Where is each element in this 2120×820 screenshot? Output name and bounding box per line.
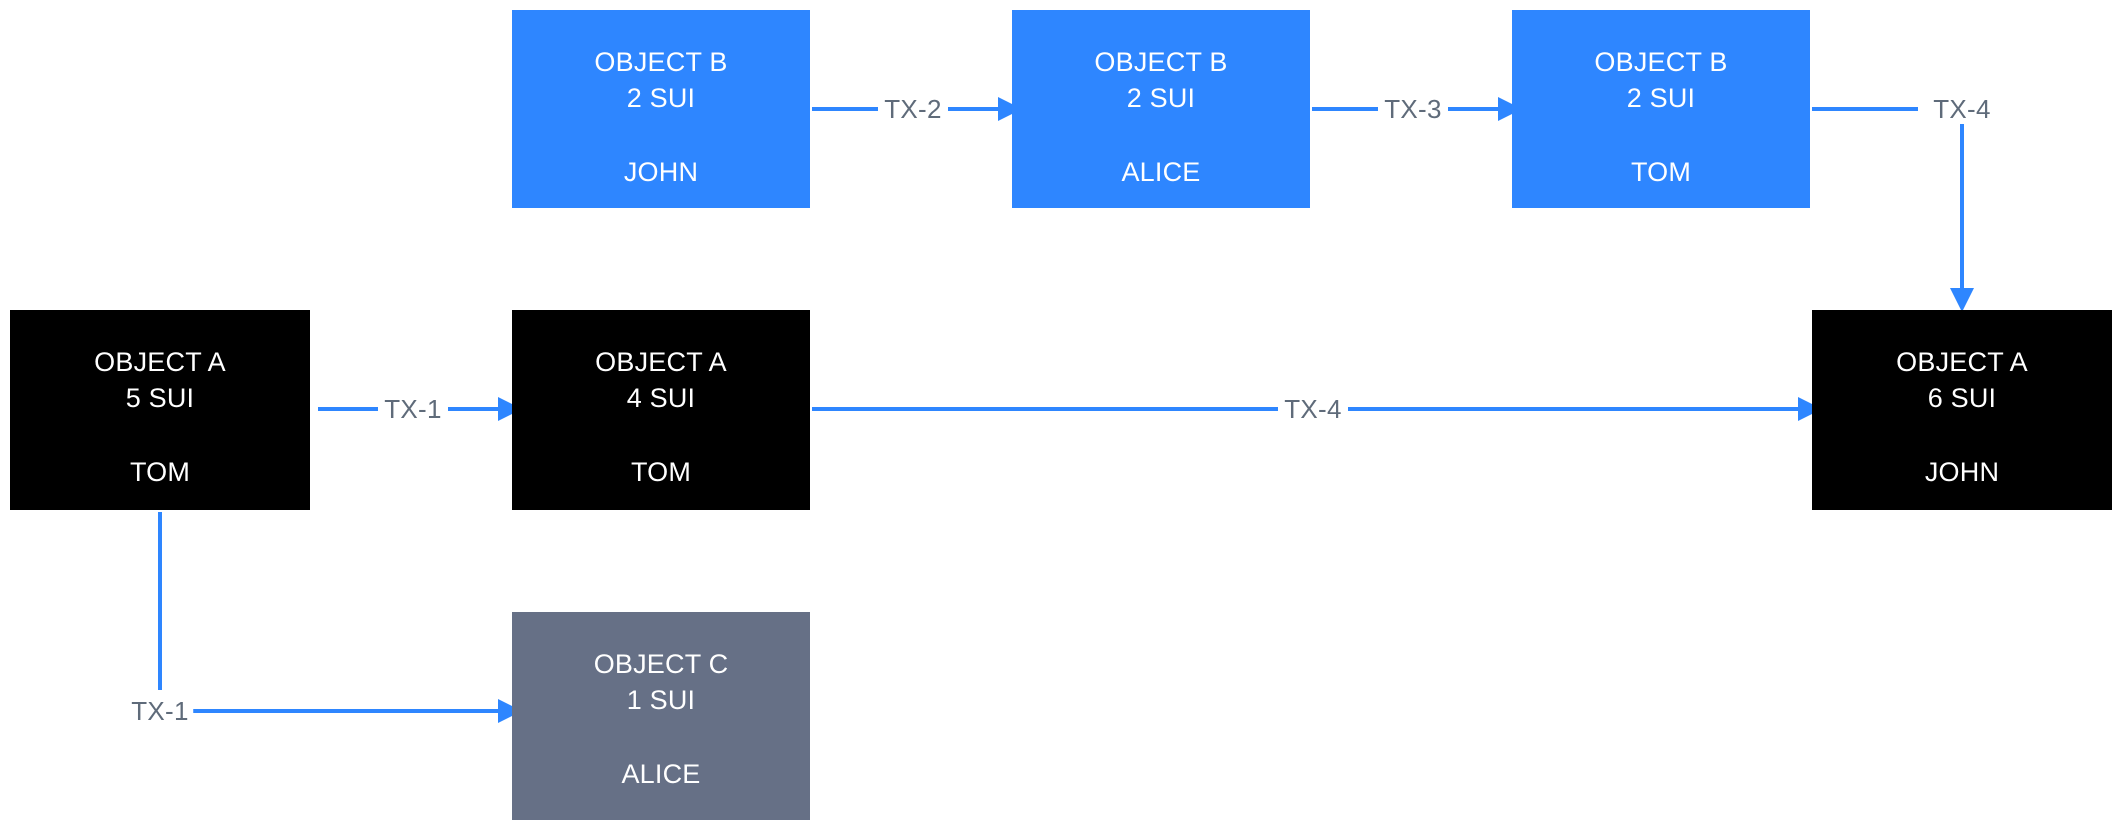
node-title: OBJECT C	[593, 649, 729, 679]
node-amount: 2 SUI	[1126, 83, 1196, 113]
node-amount: 1 SUI	[626, 685, 696, 715]
node-amount: 2 SUI	[1626, 83, 1696, 113]
node-amount: 6 SUI	[1927, 383, 1997, 413]
edge-label-tx4: TX-4	[1280, 394, 1346, 424]
edge-tx1-elbow	[158, 512, 522, 723]
node-owner: ALICE	[1121, 157, 1201, 187]
node-owner: TOM	[630, 457, 692, 487]
node-owner: JOHN	[1924, 457, 2000, 487]
node-owner: TOM	[1630, 157, 1692, 187]
edge-label-tx4-elbow: TX-4	[1929, 94, 1995, 124]
node-object-a-tom-5[interactable]: OBJECT A 5 SUI TOM	[10, 310, 310, 510]
node-object-b-tom[interactable]: OBJECT B 2 SUI TOM	[1512, 10, 1810, 208]
node-object-a-john-6[interactable]: OBJECT A 6 SUI JOHN	[1812, 310, 2112, 510]
node-object-b-john[interactable]: OBJECT B 2 SUI JOHN	[512, 10, 810, 208]
edge-label-tx2: TX-2	[880, 94, 946, 124]
node-title: OBJECT A	[1896, 347, 2028, 377]
node-title: OBJECT B	[594, 47, 728, 77]
edge-label-tx3: TX-3	[1380, 94, 1446, 124]
node-owner: TOM	[129, 457, 191, 487]
edge-label-tx1: TX-1	[380, 394, 446, 424]
node-title: OBJECT A	[94, 347, 226, 377]
node-object-c-alice[interactable]: OBJECT C 1 SUI ALICE	[512, 612, 810, 820]
node-amount: 4 SUI	[626, 383, 696, 413]
node-title: OBJECT B	[1094, 47, 1228, 77]
node-title: OBJECT B	[1594, 47, 1728, 77]
node-object-a-tom-4[interactable]: OBJECT A 4 SUI TOM	[512, 310, 810, 510]
node-object-b-alice[interactable]: OBJECT B 2 SUI ALICE	[1012, 10, 1310, 208]
node-amount: 2 SUI	[626, 83, 696, 113]
edge-tx4-elbow	[1812, 107, 1974, 312]
node-title: OBJECT A	[595, 347, 727, 377]
node-owner: JOHN	[623, 157, 699, 187]
node-amount: 5 SUI	[125, 383, 195, 413]
edge-label-tx1-elbow: TX-1	[127, 696, 193, 726]
node-owner: ALICE	[621, 759, 701, 789]
